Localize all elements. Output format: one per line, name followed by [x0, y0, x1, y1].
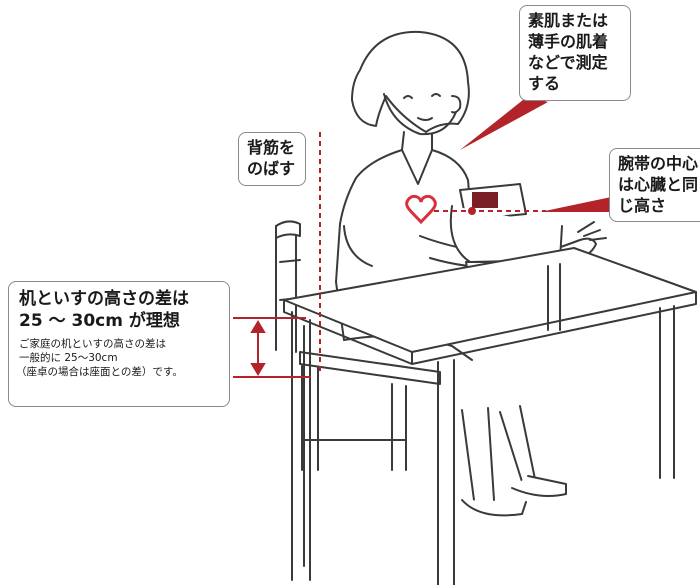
callout-line: 腕帯の中心 — [618, 154, 699, 173]
callout-line: などで測定 — [528, 53, 608, 72]
callout-line: 背筋を — [247, 138, 296, 157]
callout-line: 素肌または — [528, 11, 609, 30]
woman-figure — [335, 30, 607, 517]
callout-table-chair-height: 机といすの高さの差は 25 ～ 30cm が理想 ご家庭の机といすの高さの差は … — [8, 281, 230, 407]
heart-icon — [405, 194, 437, 225]
callout-line: じ高さ — [618, 196, 667, 215]
chair — [275, 220, 441, 471]
note-line: ご家庭の机といすの高さの差は — [19, 338, 166, 350]
height-callout-heading: 机といすの高さの差は 25 ～ 30cm が理想 — [19, 288, 219, 332]
heading-line: 机といすの高さの差は — [19, 289, 189, 309]
callout-cuff-heart-height: 腕帯の中心 は心臓と同 じ高さ — [609, 148, 700, 222]
heading-line: 25 ～ 30cm が理想 — [19, 311, 180, 331]
callout-line: のばす — [247, 159, 296, 178]
callout-line: 薄手の肌着 — [528, 32, 609, 51]
callout-line: する — [528, 74, 561, 93]
note-line: 一般的に 25〜30cm — [19, 352, 118, 364]
callout-pointers — [460, 96, 620, 212]
cuff-callout-pointer — [540, 196, 620, 212]
height-callout-note: ご家庭の机といすの高さの差は 一般的に 25〜30cm （座卓の場合は座面との差… — [16, 337, 219, 379]
callout-straighten-back: 背筋を のばす — [238, 132, 306, 186]
note-line: （座卓の場合は座面との差）です。 — [16, 366, 183, 378]
double-arrow-vertical-icon — [250, 320, 266, 376]
table — [283, 247, 697, 585]
callout-skin-measurement: 素肌または 薄手の肌着 などで測定 する — [519, 5, 631, 101]
guide-lines — [233, 132, 546, 378]
callout-line: は心臓と同 — [618, 175, 699, 194]
skin-callout-pointer — [460, 96, 548, 150]
